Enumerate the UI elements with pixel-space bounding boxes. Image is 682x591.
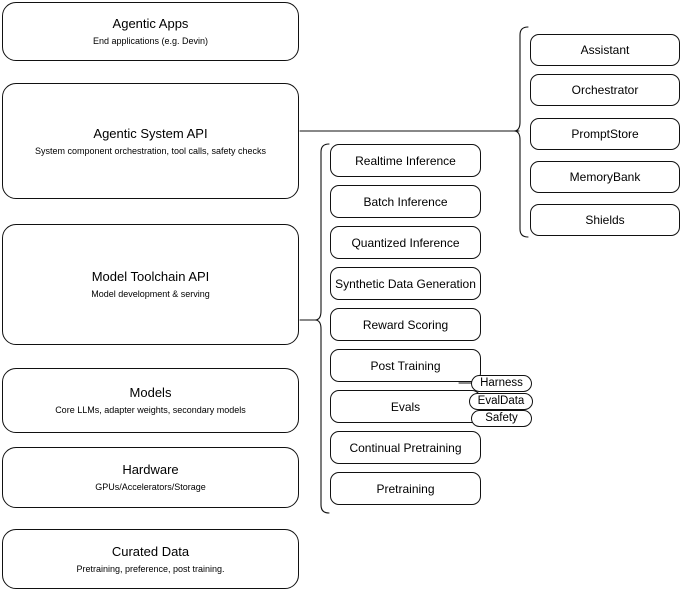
system-component-box-shields[interactable]: Shields [530, 204, 680, 236]
system-component-box-assistant[interactable]: Assistant [530, 34, 680, 66]
layer-subtitle: Pretraining, preference, post training. [76, 563, 225, 574]
layer-box-hardware[interactable]: Hardware GPUs/Accelerators/Storage [2, 447, 299, 508]
capability-box-reward-scoring[interactable]: Reward Scoring [330, 308, 481, 341]
layer-box-model-toolchain-api[interactable]: Model Toolchain API Model development & … [2, 224, 299, 345]
brace-toolchain-capabilities [314, 143, 330, 514]
layer-subtitle: Core LLMs, adapter weights, secondary mo… [55, 405, 246, 415]
layer-title: Models [129, 385, 172, 400]
eval-tag-harness[interactable]: Harness [471, 375, 532, 392]
capability-box-synthetic-data-generation[interactable]: Synthetic Data Generation [330, 267, 481, 300]
system-component-box-orchestrator[interactable]: Orchestrator [530, 74, 680, 106]
system-component-box-promptstore[interactable]: PromptStore [530, 118, 680, 150]
layer-box-agentic-apps[interactable]: Agentic Apps End applications (e.g. Devi… [2, 2, 299, 61]
capability-box-realtime-inference[interactable]: Realtime Inference [330, 144, 481, 177]
eval-tag-safety[interactable]: Safety [471, 410, 532, 427]
layer-title: Curated Data [111, 543, 190, 559]
layer-subtitle: GPUs/Accelerators/Storage [95, 482, 206, 492]
layer-box-models[interactable]: Models Core LLMs, adapter weights, secon… [2, 368, 299, 433]
brace-system-components [513, 26, 529, 238]
layer-box-curated-data[interactable]: Curated Data Pretraining, preference, po… [2, 529, 299, 589]
layer-title: Hardware [122, 462, 179, 477]
layer-subtitle: System component orchestration, tool cal… [34, 145, 267, 156]
capability-box-pretraining[interactable]: Pretraining [330, 472, 481, 505]
capability-box-batch-inference[interactable]: Batch Inference [330, 185, 481, 218]
layer-title: Agentic System API [93, 125, 208, 141]
capability-box-quantized-inference[interactable]: Quantized Inference [330, 226, 481, 259]
layer-title: Model Toolchain API [91, 269, 210, 284]
layer-subtitle: End applications (e.g. Devin) [92, 36, 209, 46]
system-component-box-memorybank[interactable]: MemoryBank [530, 161, 680, 193]
layer-box-agentic-system-api[interactable]: Agentic System API System component orch… [2, 83, 299, 199]
layer-title: Agentic Apps [112, 16, 189, 31]
eval-tag-evaldata[interactable]: EvalData [469, 393, 533, 410]
capability-box-evals[interactable]: Evals [330, 390, 481, 423]
layer-subtitle: Model development & serving [91, 289, 210, 299]
capability-box-continual-pretraining[interactable]: Continual Pretraining [330, 431, 481, 464]
capability-box-post-training[interactable]: Post Training [330, 349, 481, 382]
